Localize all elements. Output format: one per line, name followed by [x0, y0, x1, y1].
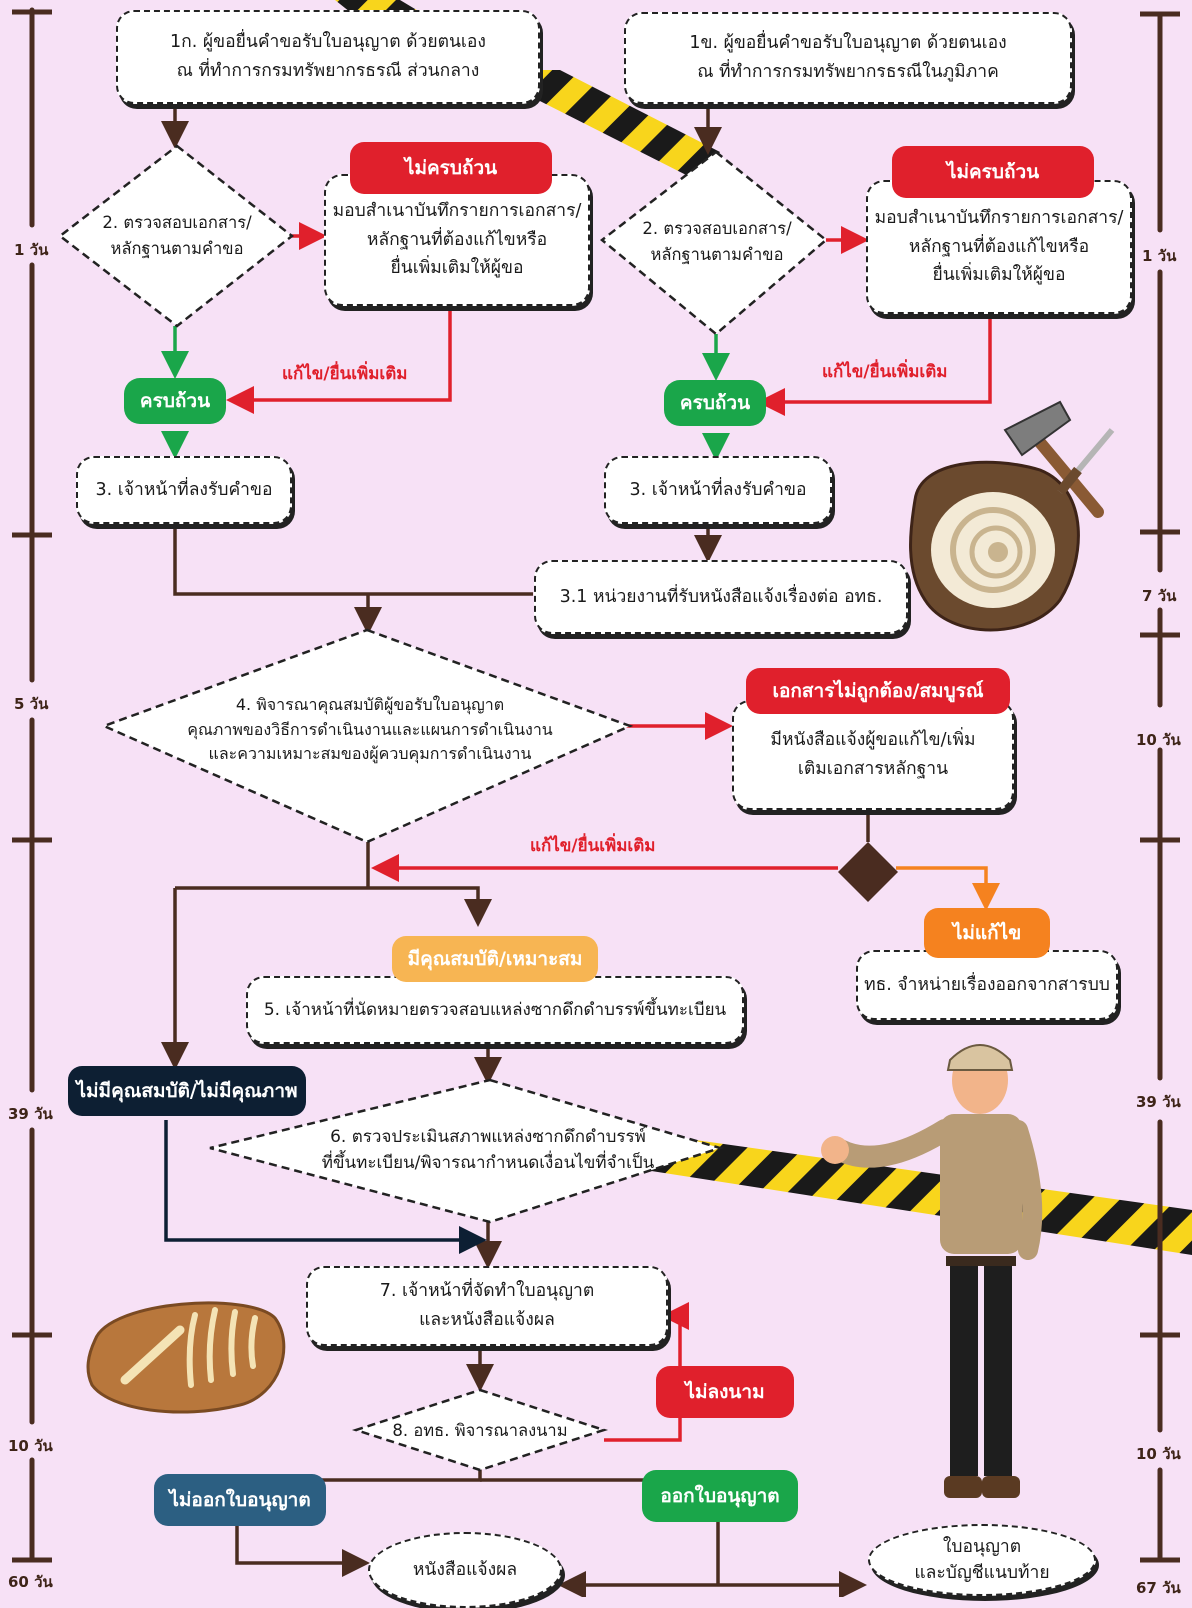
step-1a-box: 1ก. ผู้ขอยื่นคำขอรับใบอนุญาต ด้วยตนเอง ณ…	[116, 10, 540, 104]
qualified-pill: มีคุณสมบัติ/เหมาะสม	[392, 936, 598, 982]
complete-pill-b: ครบถ้วน	[664, 380, 766, 426]
result-letter-label: หนังสือแจ้งผล	[412, 1559, 518, 1580]
decision-diamond-small	[838, 842, 898, 902]
incomplete-notice-b-box: มอบสำเนาบันทึกรายการเอกสาร/ หลักฐานที่ต้…	[866, 180, 1132, 314]
step-7-line1: 7. เจ้าหน้าที่จัดทำใบอนุญาต	[379, 1281, 595, 1302]
incomplete-notice-b-line1: มอบสำเนาบันทึกรายการเอกสาร/	[874, 207, 1124, 228]
step-6-line2: ที่ขึ้นทะเบียน/พิจารณากำหนดเงื่อนไขที่จำ…	[321, 1153, 655, 1173]
timeline-right-1: 1 วัน	[1142, 247, 1177, 265]
incomplete-notice-a-line1: มอบสำเนาบันทึกรายการเอกสาร/	[332, 200, 582, 221]
incomplete-notice-b-line2: หลักฐานที่ต้องแก้ไขหรือ	[908, 236, 1090, 257]
incomplete-pill-b: ไม่ครบถ้วน	[892, 146, 1094, 198]
step-3-1-box: 3.1 หน่วยงานที่รับหนังสือแจ้งเรื่องต่อ อ…	[534, 560, 908, 634]
timeline-right-6: 67 วัน	[1136, 1579, 1181, 1597]
timeline-left-2: 5 วัน	[14, 695, 49, 713]
step-3b-box: 3. เจ้าหน้าที่ลงรับคำขอ	[604, 456, 832, 524]
not-issued-pill: ไม่ออกใบอนุญาต	[154, 1474, 326, 1526]
decision-8	[351, 1388, 609, 1472]
step-1a-line1: 1ก. ผู้ขอยื่นคำขอรับใบอนุญาต ด้วยตนเอง	[170, 32, 486, 53]
timeline-right-5: 10 วัน	[1136, 1445, 1181, 1463]
fossil-ammonite-icon	[909, 460, 1080, 632]
timeline-left-1: 1 วัน	[14, 241, 49, 259]
step-6-text: 6. ตรวจประเมินสภาพแหล่งซากดึกดำบรรพ์ ที่…	[268, 1118, 708, 1182]
step-2a-line2: หลักฐานตามคำขอ	[110, 239, 244, 258]
docs-fix-notice-box: มีหนังสือแจ้งผู้ขอแก้ไข/เพิ่ม เติมเอกสาร…	[732, 700, 1014, 810]
step-4-line2: คุณภาพของวิธีการดำเนินงานและแผนการดำเนิน…	[187, 719, 553, 739]
step-4-text: 4. พิจารณาคุณสมบัติผู้ขอรับใบอนุญาต คุณภ…	[150, 682, 590, 778]
step-5-label: 5. เจ้าหน้าที่นัดหมายตรวจสอบแหล่งซากดึกด…	[263, 999, 727, 1020]
step-3a-label: 3. เจ้าหน้าที่ลงรับคำขอ	[95, 479, 273, 500]
complete-pill-a: ครบถ้วน	[124, 378, 226, 424]
incomplete-notice-a-line3: ยื่นเพิ่มเติมให้ผู้ขอ	[390, 258, 524, 279]
timeline-left-3: 39 วัน	[8, 1105, 53, 1123]
dinosaur-bone-fossil-icon	[86, 1301, 286, 1414]
not-signed-pill: ไม่ลงนาม	[656, 1366, 794, 1418]
license-line2: และบัญชีแนบท้าย	[914, 1563, 1050, 1583]
step-2a-text: 2. ตรวจสอบเอกสาร/ หลักฐานตามคำขอ	[72, 200, 282, 272]
step-2b-line2: หลักฐานตามคำขอ	[650, 245, 784, 264]
timeline-left-4: 10 วัน	[8, 1437, 53, 1455]
step-5-box: 5. เจ้าหน้าที่นัดหมายตรวจสอบแหล่งซากดึกด…	[246, 976, 744, 1044]
docs-fix-notice-line2: เติมเอกสารหลักฐาน	[797, 759, 949, 779]
step-4-line3: และความเหมาะสมของผู้ควบคุมการดำเนินงาน	[208, 744, 532, 764]
step-1b-box: 1ข. ผู้ขอยื่นคำขอรับใบอนุญาต ด้วยตนเอง ณ…	[624, 12, 1072, 104]
step-7-line2: และหนังสือแจ้งผล	[419, 1310, 555, 1330]
timeline-right-4: 39 วัน	[1136, 1093, 1181, 1111]
step-3-1-label: 3.1 หน่วยงานที่รับหนังสือแจ้งเรื่องต่อ อ…	[559, 586, 883, 607]
docs-wrong-pill: เอกสารไม่ถูกต้อง/สมบูรณ์	[746, 668, 1010, 714]
geologist-person-icon	[821, 1044, 1043, 1498]
not-fixed-pill: ไม่แก้ไข	[924, 908, 1050, 958]
step-2b-text: 2. ตรวจสอบเอกสาร/ หลักฐานตามคำขอ	[612, 206, 822, 278]
decision-4	[100, 628, 634, 844]
docs-fix-notice-line1: มีหนังสือแจ้งผู้ขอแก้ไข/เพิ่ม	[770, 730, 976, 751]
incomplete-notice-a-box: มอบสำเนาบันทึกรายการเอกสาร/ หลักฐานที่ต้…	[324, 174, 590, 306]
step-2b-line1: 2. ตรวจสอบเอกสาร/	[642, 219, 792, 239]
step-7-box: 7. เจ้าหน้าที่จัดทำใบอนุญาต และหนังสือแจ…	[306, 1266, 668, 1346]
not-qualified-pill: ไม่มีคุณสมบัติ/ไม่มีคุณภาพ	[68, 1066, 306, 1116]
step-6-line1: 6. ตรวจประเมินสภาพแหล่งซากดึกดำบรรพ์	[330, 1126, 646, 1147]
step-2a-line1: 2. ตรวจสอบเอกสาร/	[102, 213, 252, 233]
step-3b-label: 3. เจ้าหน้าที่ลงรับคำขอ	[629, 479, 807, 500]
decision-6	[209, 1078, 725, 1224]
fix-label-c: แก้ไข/ยื่นเพิ่มเติม	[530, 836, 656, 856]
timeline-right-3: 10 วัน	[1136, 731, 1181, 749]
step-1b-line1: 1ข. ผู้ขอยื่นคำขอรับใบอนุญาต ด้วยตนเอง	[689, 33, 1007, 54]
step-1b-line2: ณ ที่ทำการกรมทรัพยากรธรณีในภูมิภาค	[697, 62, 999, 82]
decision-2a	[57, 144, 295, 328]
timeline-right-2: 7 วัน	[1142, 587, 1177, 605]
step-8-text: 8. อทธ. พิจารณาลงนาม	[380, 1414, 580, 1448]
fix-label-b: แก้ไข/ยื่นเพิ่มเติม	[822, 362, 948, 382]
decision-2b	[599, 150, 828, 336]
chisel-icon	[1056, 428, 1115, 496]
fix-label-a: แก้ไข/ยื่นเพิ่มเติม	[282, 364, 408, 384]
issued-pill: ออกใบอนุญาต	[642, 1470, 798, 1522]
incomplete-pill-a: ไม่ครบถ้วน	[350, 142, 552, 194]
license-oval: ใบอนุญาต และบัญชีแนบท้าย	[868, 1524, 1096, 1596]
step-3a-box: 3. เจ้าหน้าที่ลงรับคำขอ	[76, 456, 292, 524]
incomplete-notice-b-line3: ยื่นเพิ่มเติมให้ผู้ขอ	[932, 265, 1066, 286]
incomplete-notice-a-line2: หลักฐานที่ต้องแก้ไขหรือ	[366, 229, 548, 250]
case-closed-box: ทธ. จำหน่ายเรื่องออกจากสารบบ	[856, 950, 1118, 1020]
license-line1: ใบอนุญาต	[942, 1536, 1022, 1557]
step-4-line1: 4. พิจารณาคุณสมบัติผู้ขอรับใบอนุญาต	[235, 694, 505, 714]
step-8-label: 8. อทธ. พิจารณาลงนาม	[392, 1421, 568, 1441]
case-closed-label: ทธ. จำหน่ายเรื่องออกจากสารบบ	[864, 974, 1110, 995]
step-1a-line2: ณ ที่ทำการกรมทรัพยากรธรณี ส่วนกลาง	[176, 61, 480, 81]
timeline-left-5: 60 วัน	[8, 1573, 53, 1591]
